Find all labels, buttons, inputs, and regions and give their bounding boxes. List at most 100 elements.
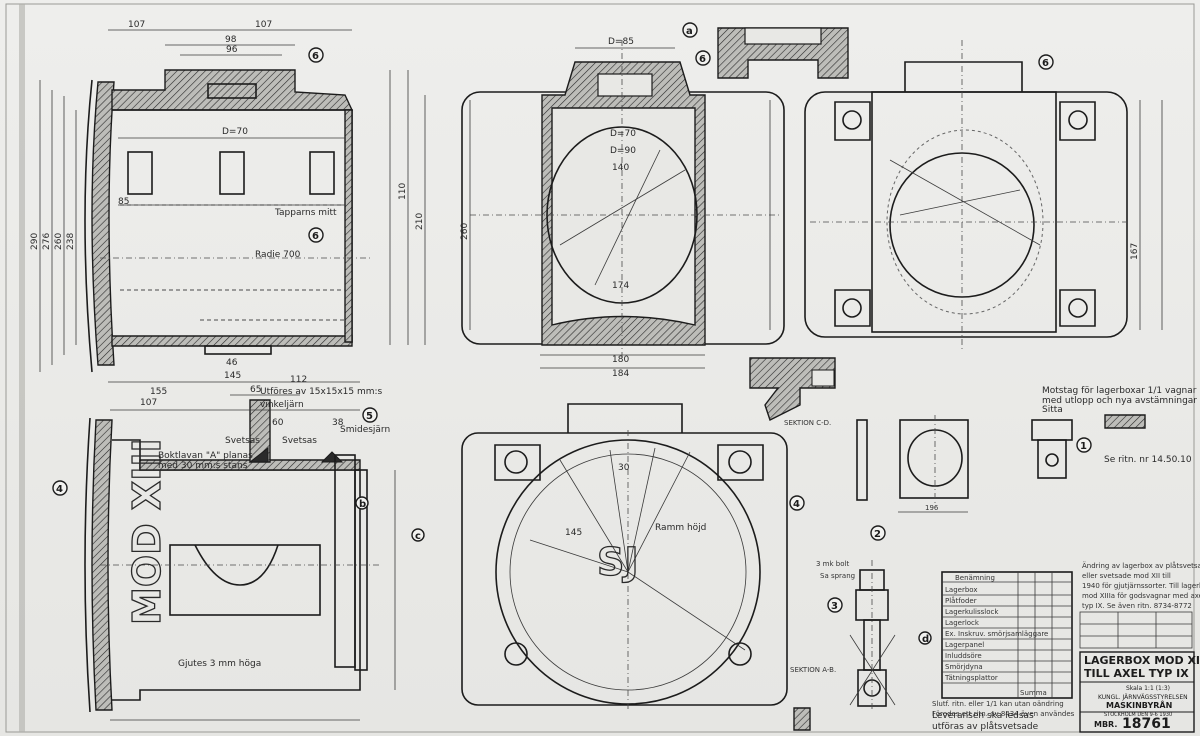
dim-140: 140 [612, 163, 629, 173]
view-right-details: Motstag för lagerboxar 1/1 vagnar med ut… [1031, 386, 1197, 479]
drawing-number: 18761 [1122, 716, 1171, 732]
label-section-cd: SEKTION C-D. [784, 419, 831, 427]
dim-290: 290 [30, 233, 40, 250]
note-utfores: Utföres av 15x15x15 mm:s [260, 387, 383, 397]
note-leverans-1: Leveransen ska ledsas [932, 711, 1034, 721]
callout-b: b [355, 496, 369, 510]
dim-38: 38 [332, 418, 344, 428]
note-boktlavan: Boktlavan "A" planas [158, 451, 253, 461]
note-tapparns: Tapparns mitt [274, 208, 337, 218]
callout-6-1: 6 [308, 47, 324, 63]
dim-110: 110 [398, 183, 408, 200]
dim-d70: D=70 [222, 127, 248, 137]
callout-6-4: 6 [308, 227, 324, 243]
note-slut-2: Föredes ett ritn. av 8434 även användes [932, 710, 1075, 718]
svg-text:6: 6 [699, 54, 706, 65]
parts-list-row: Lagerpanel [945, 641, 984, 649]
parts-list-row: Lagerlock [945, 619, 980, 627]
dim-98: 98 [225, 35, 237, 45]
dim-96: 96 [226, 45, 238, 55]
svg-text:6: 6 [312, 231, 319, 242]
callout-3: 3 [827, 597, 843, 613]
callout-c: c [411, 528, 425, 542]
note-boktlavan2: med 30 mm:s stans [158, 461, 248, 471]
dim-d90: D=90 [610, 146, 636, 156]
embossed-sj-text: SJ [597, 540, 639, 584]
dim-184: 184 [612, 369, 629, 379]
svg-text:d: d [922, 634, 929, 645]
title-line-2: TILL AXEL TYP IX [1084, 667, 1189, 680]
note-svetsas-1: Svetsas [225, 436, 260, 446]
svg-text:1: 1 [1080, 441, 1087, 452]
view-lower-section: 107 65 112 60 38 Utföres av 15x15x15 mm:… [84, 375, 396, 721]
view-bolt-detail: 3 mk bolt Sa sprang SEKTION A-B. [790, 560, 896, 731]
title-office-3: STOCKHOLM DEN 9-6 1930 [1104, 712, 1172, 718]
parts-list-table: Benämning LagerboxPlåtfoderLagerkulisslo… [941, 571, 1073, 699]
dim-174: 174 [612, 281, 629, 291]
dim-107-left: 107 [128, 20, 145, 30]
view-longitudinal-section: 107 107 98 96 D=70 145 155 46 Radie 700 … [30, 20, 426, 397]
parts-list-row: Ex. Inskruv. smörjsamläggare [945, 630, 1048, 638]
revision-line-5: typ IX. Se även ritn. 8734-8772 [1082, 602, 1192, 610]
svg-text:6: 6 [1042, 58, 1049, 69]
dim-180: 180 [612, 355, 629, 365]
dim-107-lower: 107 [140, 398, 157, 408]
note-leverans-2: utföras av plåtsvetsade [932, 721, 1039, 732]
revision-line-1: Ändring av lagerbox av plåtsvetsade [1082, 561, 1200, 570]
sheet-border [5, 3, 1195, 733]
revision-line-4: mod XIIIa för godsvagnar med axel [1082, 592, 1200, 600]
dim-30: 30 [618, 463, 630, 473]
drawing-no-label: MBR. [1094, 720, 1117, 729]
embossed-mod-text: MOD XIII [125, 438, 169, 625]
revision-note: Ändring av lagerbox av plåtsvetsade elle… [1079, 561, 1200, 649]
svg-text:6: 6 [312, 51, 319, 62]
dim-167: 167 [1130, 243, 1140, 260]
dim-210: 210 [415, 213, 425, 230]
dim-d70-cross: D=70 [610, 129, 636, 139]
revision-line-3: 1940 för gjutjärnssorter. Till lagerbox [1082, 582, 1200, 590]
view-end: 167 [804, 40, 1163, 350]
svg-text:a: a [686, 26, 693, 37]
parts-list-rows: LagerboxPlåtfoderLagerkulisslockLagerloc… [942, 586, 1072, 684]
note-utfores2: vinkeljärn [260, 400, 304, 410]
title-office-2: MASKINBYRÅN [1106, 700, 1172, 710]
parts-list-row: Lagerkulisslock [945, 608, 999, 616]
dim-260: 260 [54, 233, 64, 250]
view-top-detail-section [717, 27, 849, 79]
note-smidesjarn: Smidesjärn [340, 425, 390, 435]
parts-list-row: Plåtfoder [945, 596, 977, 605]
view-cross-section: D=85 D=70 D=90 140 174 180 184 260 [460, 37, 785, 379]
label-section-ab: SEKTION A-B. [790, 666, 836, 674]
note-motstag: Motstag för lagerboxar 1/1 vagnar [1042, 386, 1197, 396]
dim-107-right: 107 [255, 20, 272, 30]
callout-2: 2 [870, 525, 886, 541]
dim-196: 196 [925, 504, 939, 512]
callout-6-3: 6 [1038, 54, 1054, 70]
dim-60: 60 [272, 418, 284, 428]
callout-d: d [918, 631, 932, 645]
parts-list-row: Inluddsöre [945, 652, 982, 660]
note-ritn-ref: Se ritn. nr 14.50.10 [1104, 455, 1192, 465]
callout-5: 5 [362, 407, 378, 423]
dim-155: 155 [150, 387, 167, 397]
parts-list-row: Lagerbox [945, 586, 977, 594]
svg-text:5: 5 [366, 411, 373, 422]
dim-65: 65 [250, 385, 261, 395]
note-sitta: Sitta [1042, 405, 1063, 415]
dim-46: 46 [226, 358, 238, 368]
svg-text:c: c [415, 531, 421, 542]
svg-text:3: 3 [831, 601, 838, 612]
note-radie: Radie 700 [255, 250, 301, 260]
title-block: LAGERBOX MOD XIIIa TILL AXEL TYP IX Skal… [1079, 651, 1200, 733]
dim-112: 112 [290, 375, 307, 385]
note-bolt: 3 mk bolt [816, 560, 849, 568]
svg-text:4: 4 [56, 484, 63, 495]
dim-276: 276 [42, 233, 52, 250]
dim-260-cross: 260 [460, 223, 470, 240]
parts-list-header: Benämning [955, 574, 995, 582]
view-front-sj: SJ 145 Ramm höjd 30 [461, 403, 788, 710]
dim-238: 238 [66, 233, 76, 250]
callout-a: a [682, 22, 698, 38]
